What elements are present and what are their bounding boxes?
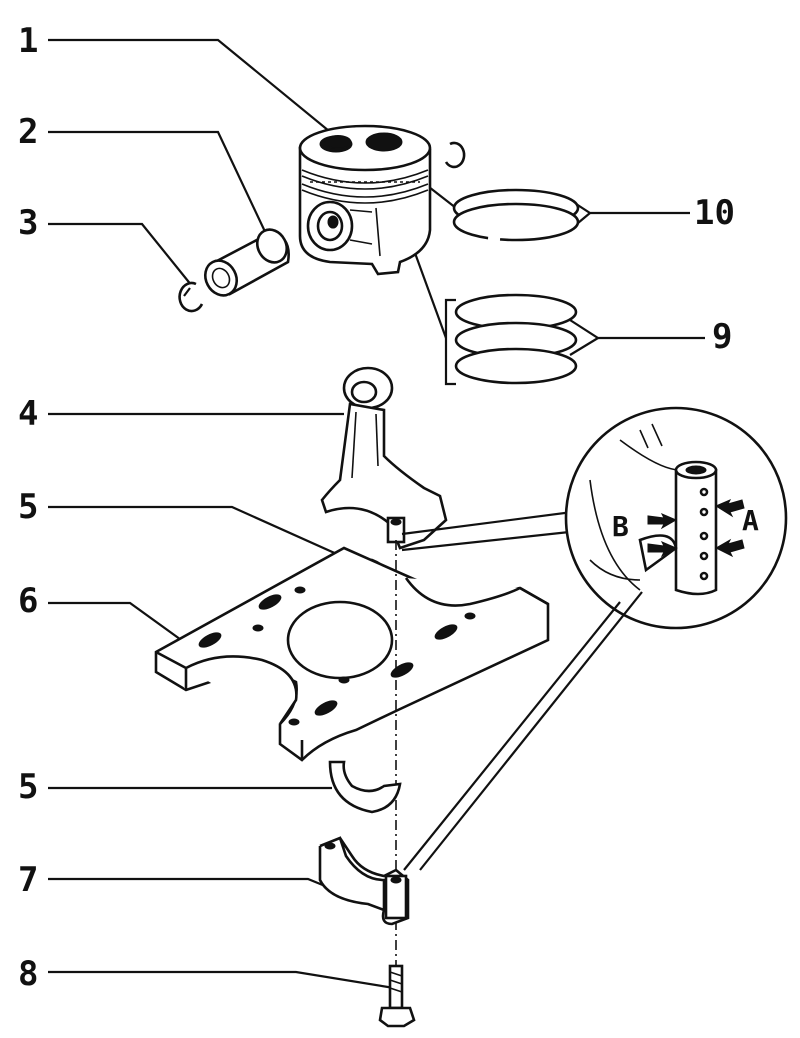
piston-pin (203, 228, 290, 297)
leader-line-9 (569, 319, 705, 340)
connecting-rod (320, 366, 448, 550)
leader-line-7 (48, 877, 331, 890)
circlip-left (178, 281, 204, 313)
plate-bore (286, 600, 394, 680)
piston-valve-pocket-left (319, 135, 353, 153)
detail-label-b: B (612, 510, 629, 543)
leader-line-1 (48, 38, 341, 141)
detail-label-a: A (742, 504, 759, 537)
callout-label-10: 10 (694, 193, 735, 233)
rod-bolt (378, 964, 416, 1028)
leader-line-8 (48, 970, 395, 990)
arrow-a (714, 499, 745, 558)
circlip-right (444, 141, 466, 169)
leader-line-9b (569, 337, 599, 356)
leader-line-5-upper (48, 505, 369, 570)
callout-label-7: 7 (18, 860, 38, 900)
bearing-shell-lower (328, 760, 402, 814)
bearing-support-plate (154, 546, 550, 762)
arrow-b (647, 513, 678, 558)
callout-label-9: 9 (712, 317, 732, 357)
callout-label-5-lower: 5 (18, 767, 38, 807)
callout-label-1: 1 (18, 21, 38, 61)
leader-line-10 (569, 199, 690, 215)
oil-control-rings (444, 293, 578, 386)
callout-label-4: 4 (18, 394, 38, 434)
piston (298, 124, 432, 276)
leader-line-2 (48, 130, 269, 239)
callout-label-8: 8 (18, 954, 38, 994)
piston-valve-pocket-right (365, 132, 403, 152)
callout-label-5-upper: 5 (18, 487, 38, 527)
leader-line-3 (48, 222, 193, 287)
compression-rings (452, 188, 580, 243)
detail-magnifier: A B (401, 406, 788, 871)
leader-lines (48, 38, 705, 990)
callout-label-2: 2 (18, 112, 38, 152)
connecting-rod-cap (318, 836, 410, 926)
leader-line-6 (48, 601, 185, 643)
callout-label-6: 6 (18, 581, 38, 621)
callout-label-3: 3 (18, 203, 38, 243)
